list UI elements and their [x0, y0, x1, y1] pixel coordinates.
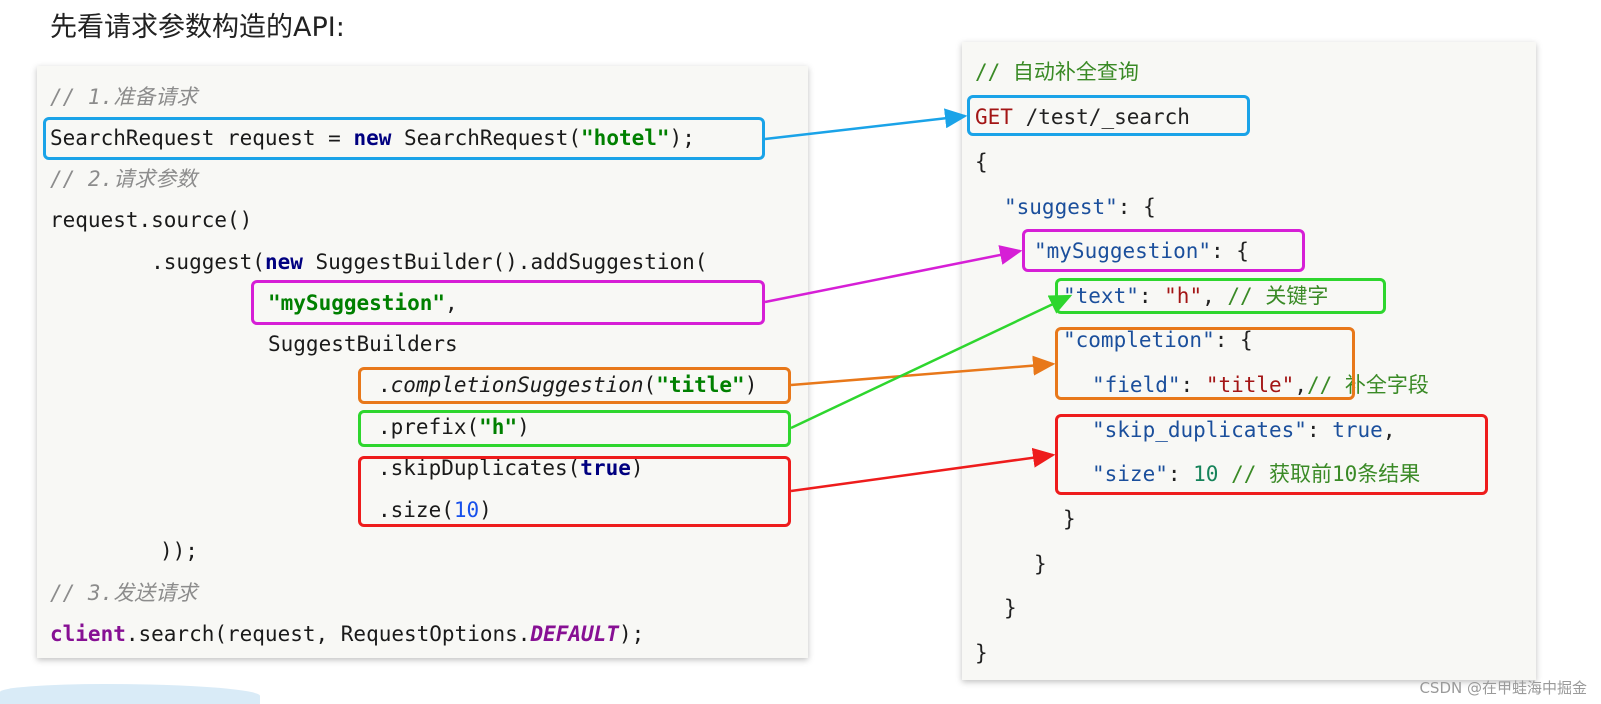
- skip-duplicates-line: .skipDuplicates(true): [378, 456, 644, 480]
- comment-autocomplete-query: // 自动补全查询: [975, 60, 1139, 84]
- completion-key-line: "completion": {: [1063, 328, 1253, 352]
- get-request-line: GET /test/_search: [975, 105, 1190, 129]
- arrow-blue: [764, 108, 968, 141]
- suggest-builders-line: SuggestBuilders: [268, 332, 458, 356]
- highlight-box-search-request: [43, 117, 765, 160]
- field-key-line: "field": "title",// 补全字段: [1092, 373, 1429, 397]
- highlight-box-completion-suggestion: [358, 367, 791, 404]
- text-key-line: "text": "h", // 关键字: [1063, 284, 1329, 308]
- comment-request-params: // 2.请求参数: [50, 167, 198, 191]
- decorative-smudge: [0, 684, 260, 704]
- highlight-box-skip-size-json: [1055, 414, 1488, 495]
- highlight-box-completion: [1055, 327, 1355, 400]
- json-close-brace: }: [975, 641, 988, 665]
- my-suggestion-close-brace: }: [1034, 552, 1047, 576]
- suggestion-name-line: "mySuggestion",: [268, 291, 458, 315]
- arrow-red: [790, 447, 1056, 493]
- completion-close-brace: }: [1063, 507, 1076, 531]
- closing-parens-line: ));: [160, 539, 198, 563]
- highlight-box-skip-size: [358, 456, 791, 527]
- size-line: .size(10): [378, 498, 492, 522]
- comment-send-request: // 3.发送请求: [50, 581, 198, 605]
- prefix-line: .prefix("h"): [378, 415, 530, 439]
- arrow-magenta: [764, 245, 1023, 304]
- watermark: CSDN @在甲蛙海中掘金: [1419, 679, 1587, 697]
- highlight-box-get-request: [967, 95, 1250, 136]
- json-open-brace: {: [975, 150, 988, 174]
- highlight-box-suggestion-name: [251, 280, 765, 325]
- skip-duplicates-key-line: "skip_duplicates": true,: [1092, 418, 1396, 442]
- comment-prepare-request: // 1.准备请求: [50, 85, 198, 109]
- request-source-line: request.source(): [50, 208, 253, 232]
- page-heading: 先看请求参数构造的API:: [50, 12, 345, 43]
- highlight-box-my-suggestion: [1022, 229, 1305, 272]
- java-code-panel: [37, 66, 808, 658]
- search-request-line: SearchRequest request = new SearchReques…: [50, 126, 695, 150]
- completion-suggestion-line: .completionSuggestion("title"): [378, 373, 758, 397]
- suggest-builder-line: .suggest(new SuggestBuilder().addSuggest…: [50, 250, 708, 274]
- size-key-line: "size": 10 // 获取前10条结果: [1092, 462, 1421, 486]
- my-suggestion-key-line: "mySuggestion": {: [1034, 239, 1249, 263]
- arrow-orange: [790, 355, 1056, 387]
- arrow-green: [790, 294, 1073, 430]
- highlight-box-prefix: [358, 410, 791, 447]
- suggest-close-brace: }: [1004, 596, 1017, 620]
- client-search-line: client.search(request, RequestOptions.DE…: [50, 622, 645, 646]
- suggest-key-line: "suggest": {: [1004, 195, 1156, 219]
